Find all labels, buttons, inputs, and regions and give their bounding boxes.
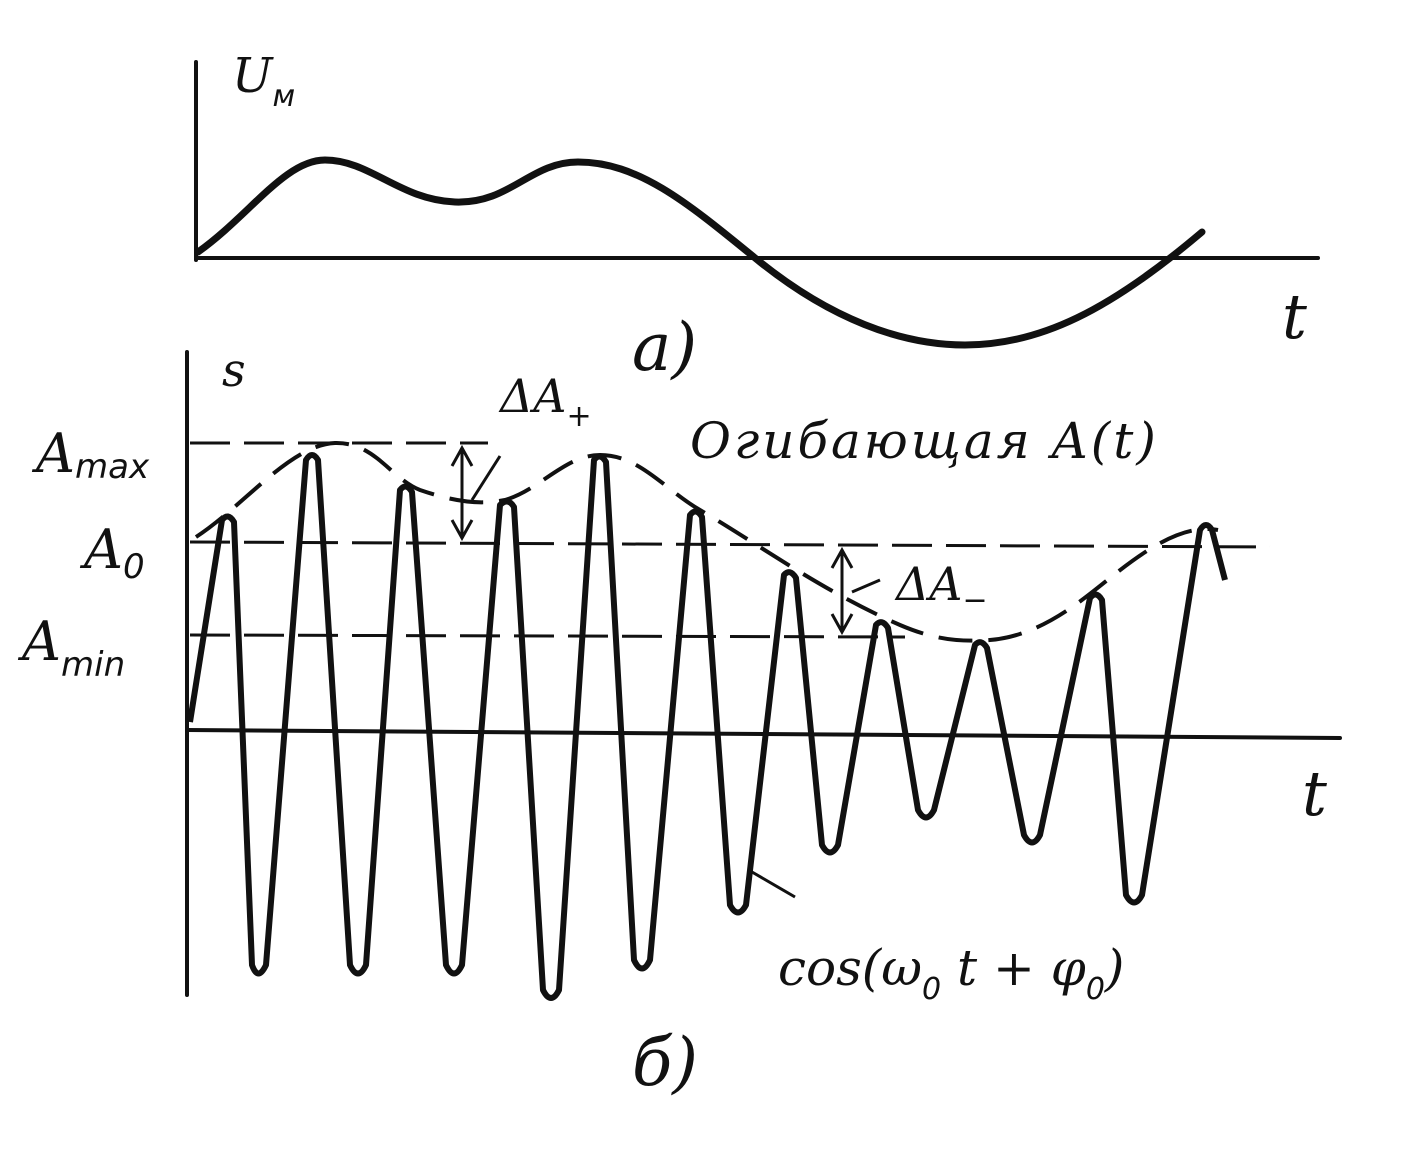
delta-minus-label-base: ΔA xyxy=(894,557,962,611)
delta-plus-label: ΔA+ xyxy=(498,369,592,434)
panel-a-y-label-sub: м xyxy=(272,79,295,114)
panel-a-x-label: t xyxy=(1282,280,1307,353)
amax-label-sub: max xyxy=(75,447,150,487)
delta-plus-label-sub: + xyxy=(566,399,591,434)
a0-label-base: A xyxy=(79,518,123,581)
amin-label-sub: min xyxy=(61,645,125,685)
delta-minus-arrow-head-bottom xyxy=(830,613,854,636)
delta-minus-leader xyxy=(851,578,881,594)
carrier-label-suffix: ) xyxy=(1104,939,1125,997)
panel-a: Uм t а) xyxy=(194,48,1320,386)
delta-plus-leader xyxy=(470,455,502,501)
amin-label: Amin xyxy=(17,610,125,685)
envelope-curve xyxy=(194,440,1219,643)
carrier-label-sub2: 0 xyxy=(1086,972,1105,1007)
amin-label-base: A xyxy=(17,610,61,673)
a0-label: A0 xyxy=(79,518,145,587)
carrier-leader xyxy=(751,870,796,899)
a0-level-line xyxy=(189,540,1271,549)
carrier-wave xyxy=(187,452,1228,1001)
panel-b: s t б) Amax A0 Amin ΔA+ ΔA− Огибающая A(… xyxy=(17,343,1342,1101)
amax-label-base: A xyxy=(31,422,75,485)
amin-level-line xyxy=(189,633,906,639)
delta-minus-label-sub: − xyxy=(962,583,987,618)
panel-a-caption: а) xyxy=(632,309,697,386)
panel-a-y-label: U xyxy=(232,48,274,104)
a0-label-sub: 0 xyxy=(123,547,145,587)
svg-text:Uм: Uм xyxy=(232,48,295,114)
carrier-label-prefix: cos(ω xyxy=(778,939,922,997)
modulating-signal-curve xyxy=(194,156,1206,349)
carrier-label-mid: t + φ xyxy=(941,939,1086,997)
delta-plus-arrow-head-bottom xyxy=(450,519,474,542)
carrier-label-sub1: 0 xyxy=(922,972,941,1007)
delta-minus-arrow-head-top xyxy=(830,546,854,569)
delta-plus-arrow-head-top xyxy=(450,444,474,467)
delta-plus-label-base: ΔA xyxy=(498,369,566,423)
panel-b-caption: б) xyxy=(632,1024,698,1101)
panel-b-y-label: s xyxy=(222,343,246,397)
envelope-label: Огибающая A(t) xyxy=(690,412,1159,470)
panel-b-x-label: t xyxy=(1302,757,1327,830)
delta-minus-label: ΔA− xyxy=(894,557,988,618)
amax-label: Amax xyxy=(31,422,150,487)
carrier-label: cos(ω0 t + φ0) xyxy=(778,939,1124,1007)
